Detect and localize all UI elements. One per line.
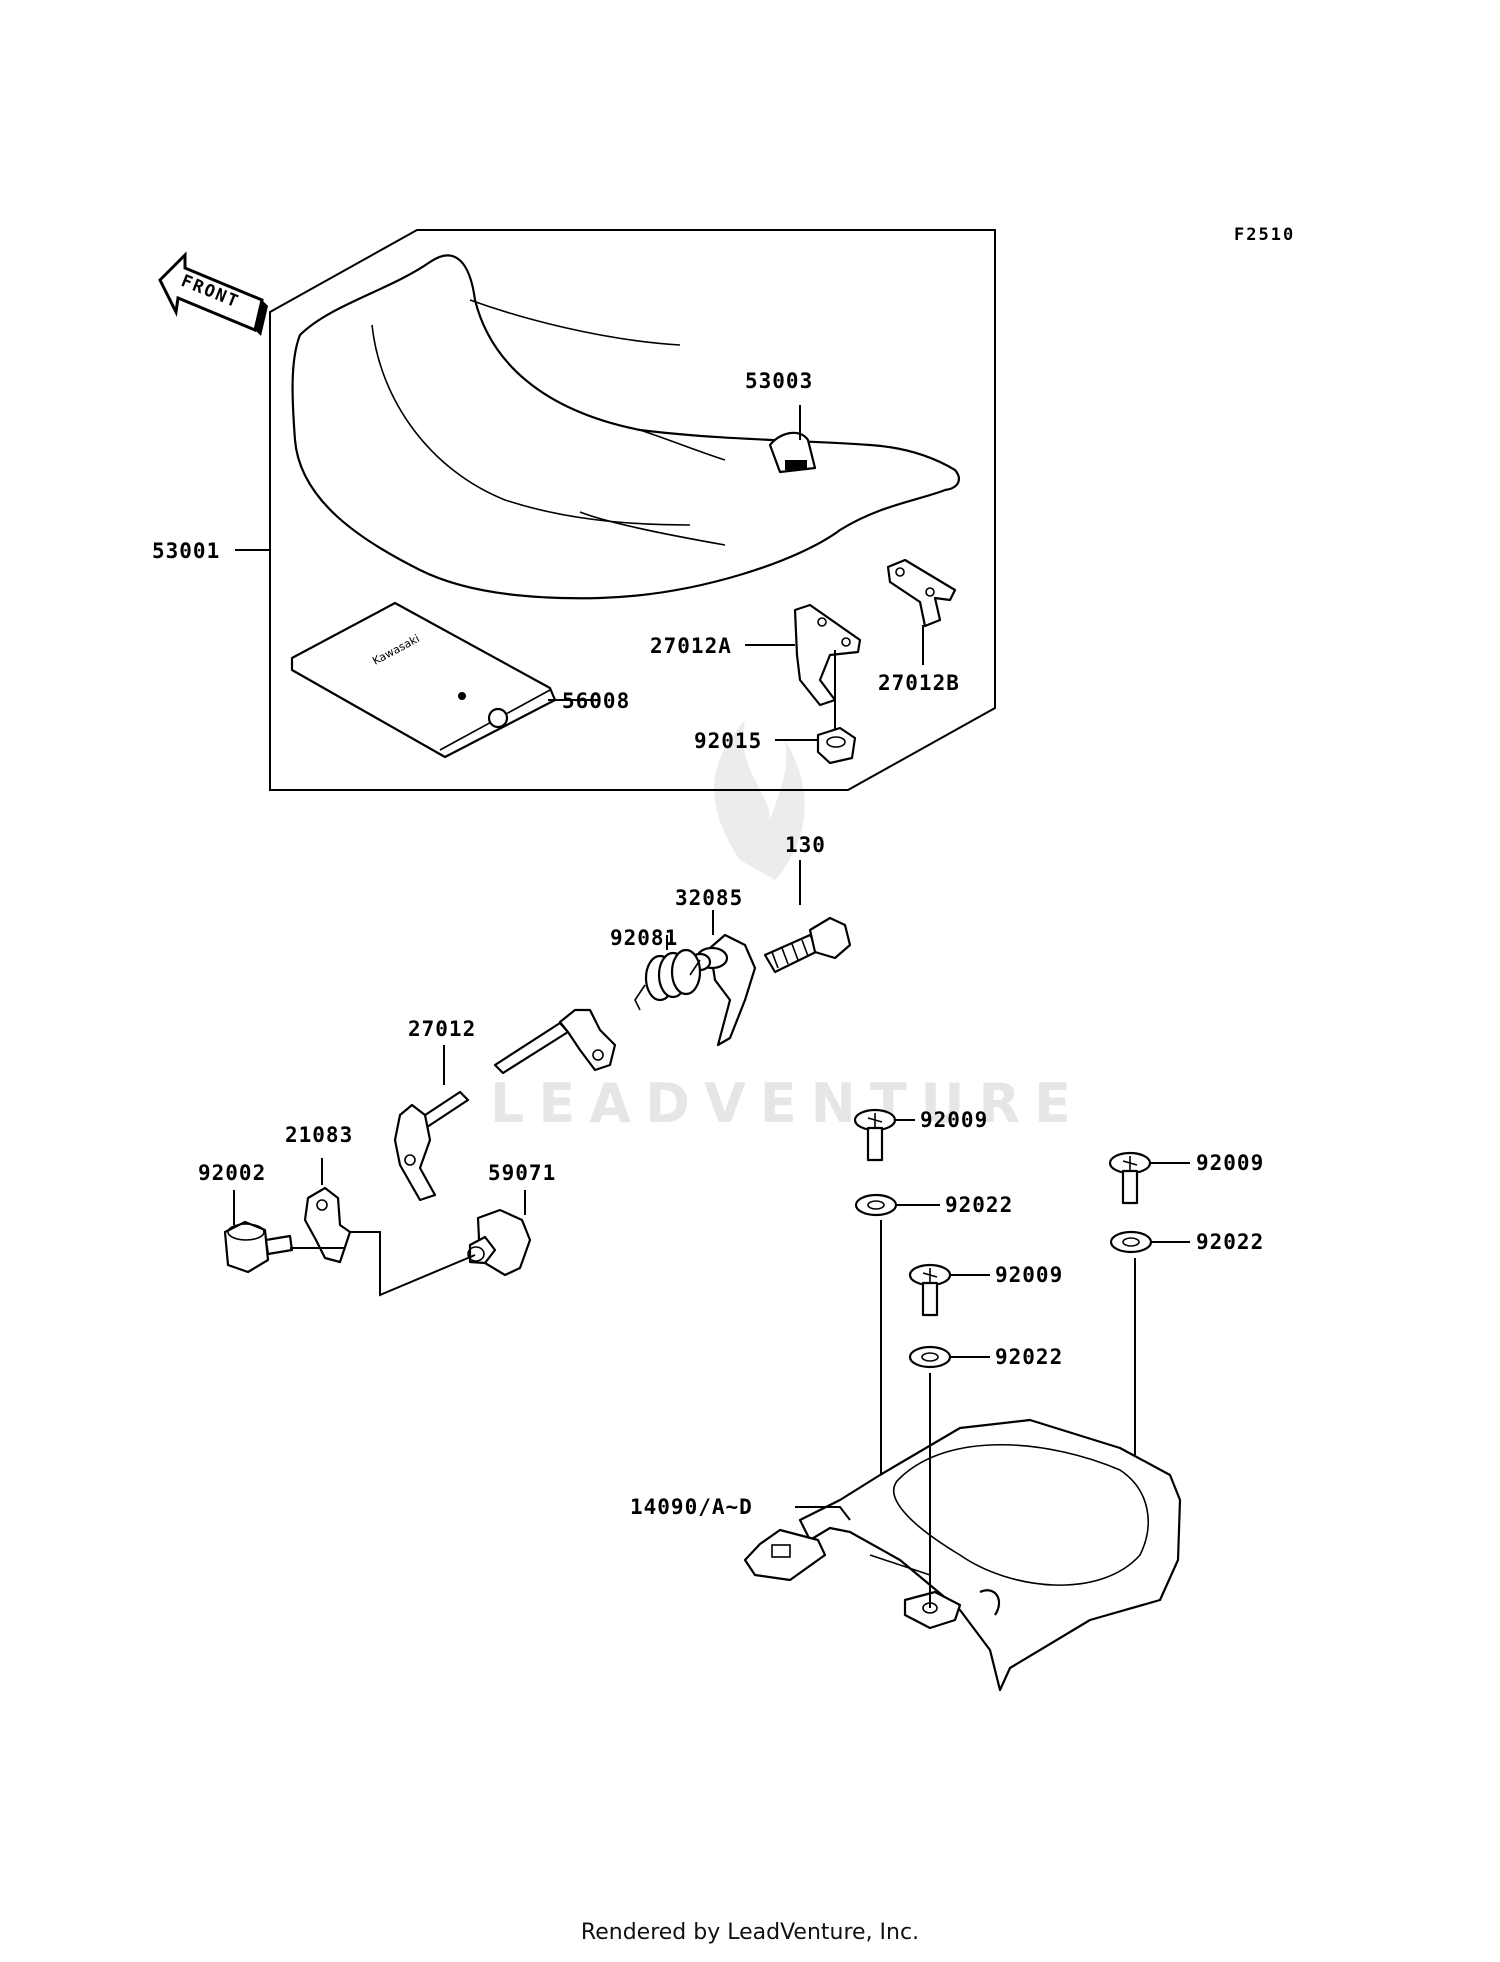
- label-92009-b: 92009: [1196, 1151, 1264, 1175]
- label-32085: 32085: [675, 886, 743, 910]
- label-92022-c: 92022: [995, 1345, 1063, 1369]
- front-arrow-icon: FRONT: [158, 251, 268, 336]
- label-59071: 59071: [488, 1161, 556, 1185]
- rear-cover-14090: [743, 1418, 1182, 1692]
- watermark-text: LEADVENTURE: [490, 1072, 1085, 1135]
- label-27012a: 27012A: [650, 634, 732, 658]
- bracket-32085: [688, 933, 757, 1047]
- lever-27012: [393, 1008, 617, 1202]
- label-27012: 27012: [408, 1017, 476, 1041]
- label-92009-c: 92009: [995, 1263, 1063, 1287]
- bolt-130: [763, 916, 852, 974]
- seat-group-outline: [269, 229, 996, 791]
- label-53001: 53001: [152, 539, 220, 563]
- bracket-27012b: [886, 558, 957, 628]
- stopper-59071: [467, 1208, 532, 1277]
- label-27012b: 27012B: [878, 671, 960, 695]
- footer-credit: Rendered by LeadVenture, Inc.: [580, 1920, 920, 1945]
- label-21083: 21083: [285, 1123, 353, 1147]
- leader-lines: [233, 405, 1190, 1608]
- spring-92081: [634, 948, 702, 1011]
- label-92022-a: 92022: [945, 1193, 1013, 1217]
- figure-code: F2510: [1234, 225, 1295, 245]
- owner-kit: Kawasaki: [290, 601, 557, 759]
- label-56008: 56008: [562, 689, 630, 713]
- label-92081: 92081: [610, 926, 678, 950]
- label-14090: 14090/A~D: [630, 1495, 753, 1519]
- bolt-92002: [223, 1220, 294, 1274]
- washer-92022-a: [854, 1193, 898, 1217]
- washer-92022-b: [1109, 1230, 1153, 1254]
- label-92002: 92002: [198, 1161, 266, 1185]
- screw-92009-a: [853, 1108, 897, 1162]
- nut-92015: [816, 726, 857, 765]
- label-92022-b: 92022: [1196, 1230, 1264, 1254]
- label-92015: 92015: [694, 729, 762, 753]
- plate-21083: [303, 1186, 352, 1264]
- screw-92009-b: [1108, 1151, 1152, 1205]
- label-92009-a: 92009: [920, 1108, 988, 1132]
- seat-strap: [768, 431, 817, 474]
- seat: [291, 254, 960, 600]
- bracket-27012a: [793, 603, 862, 707]
- label-53003: 53003: [745, 369, 813, 393]
- screw-92009-c: [908, 1263, 952, 1317]
- leadventure-watermark: LEADVENTURE: [490, 720, 1085, 1135]
- washer-92022-c: [908, 1345, 952, 1369]
- label-130: 130: [785, 833, 826, 857]
